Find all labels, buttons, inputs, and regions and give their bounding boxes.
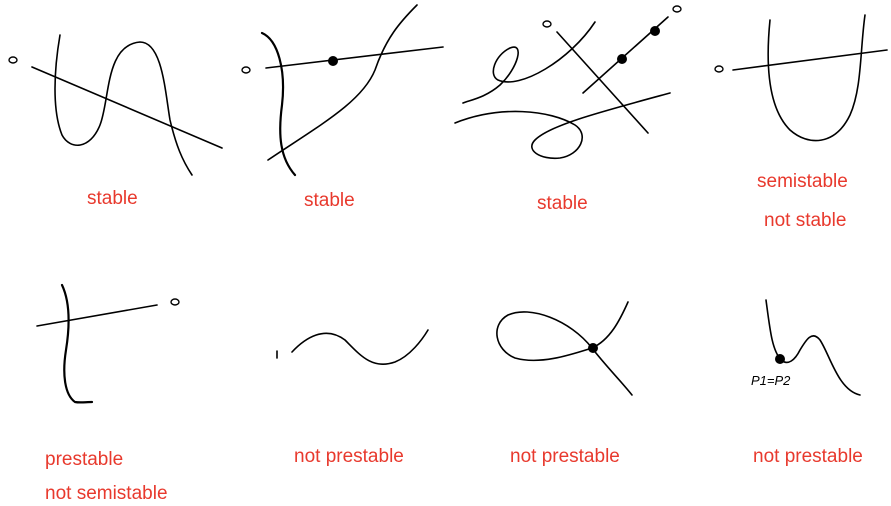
nodal-curve-tail: [591, 347, 633, 396]
point-annotation: P1=P2: [751, 373, 791, 388]
label-panel-5-line-2: not semistable: [45, 483, 168, 504]
sketch-not-prestable-2: [496, 301, 633, 396]
sketch-semistable: [714, 14, 888, 142]
marked-point: [775, 354, 785, 364]
wavy-curve: [291, 329, 429, 365]
genus-zero-marker: [241, 66, 251, 74]
sketch-stable-2: [241, 4, 444, 177]
label-panel-4-line-1: semistable: [757, 171, 848, 192]
node-point: [588, 343, 598, 353]
sketch-not-prestable-1: [276, 329, 429, 365]
genus-zero-marker: [170, 298, 180, 306]
genus-zero-marker: [714, 65, 724, 73]
label-panel-8: not prestable: [753, 446, 863, 467]
rational-component-line: [265, 46, 444, 69]
label-panel-6: not prestable: [294, 446, 404, 467]
genus-zero-marker: [542, 20, 552, 28]
u-shaped-curve: [767, 14, 866, 142]
nodal-loop-curve: [496, 301, 629, 362]
loop-curve-lower: [454, 92, 671, 160]
sketch-stable-1: [8, 34, 223, 176]
curve-component: [60, 283, 94, 404]
curve-component-right: [267, 4, 418, 161]
node-point: [328, 56, 338, 66]
curve-with-coinciding-points: [765, 299, 861, 396]
sketch-not-prestable-3: P1=P2: [751, 299, 861, 396]
rational-component-line: [732, 49, 888, 71]
genus-zero-marker: [8, 56, 18, 64]
loop-curve-upper: [462, 21, 596, 104]
genus-zero-marker: [672, 5, 682, 13]
label-panel-1: stable: [87, 188, 138, 209]
label-panel-2: stable: [304, 190, 355, 211]
sketch-prestable: [36, 283, 180, 404]
node-point: [617, 54, 627, 64]
label-panel-5-line-1: prestable: [45, 449, 124, 470]
curve-component-left: [260, 31, 297, 177]
sketch-stable-3: [454, 5, 682, 160]
rational-component-line: [31, 66, 223, 149]
label-panel-7: not prestable: [510, 446, 620, 467]
rational-component-line: [36, 304, 158, 327]
label-panel-4-line-2: not stable: [764, 210, 847, 231]
node-point: [650, 26, 660, 36]
label-panel-3: stable: [537, 193, 588, 214]
wavy-curve-component: [54, 34, 193, 176]
